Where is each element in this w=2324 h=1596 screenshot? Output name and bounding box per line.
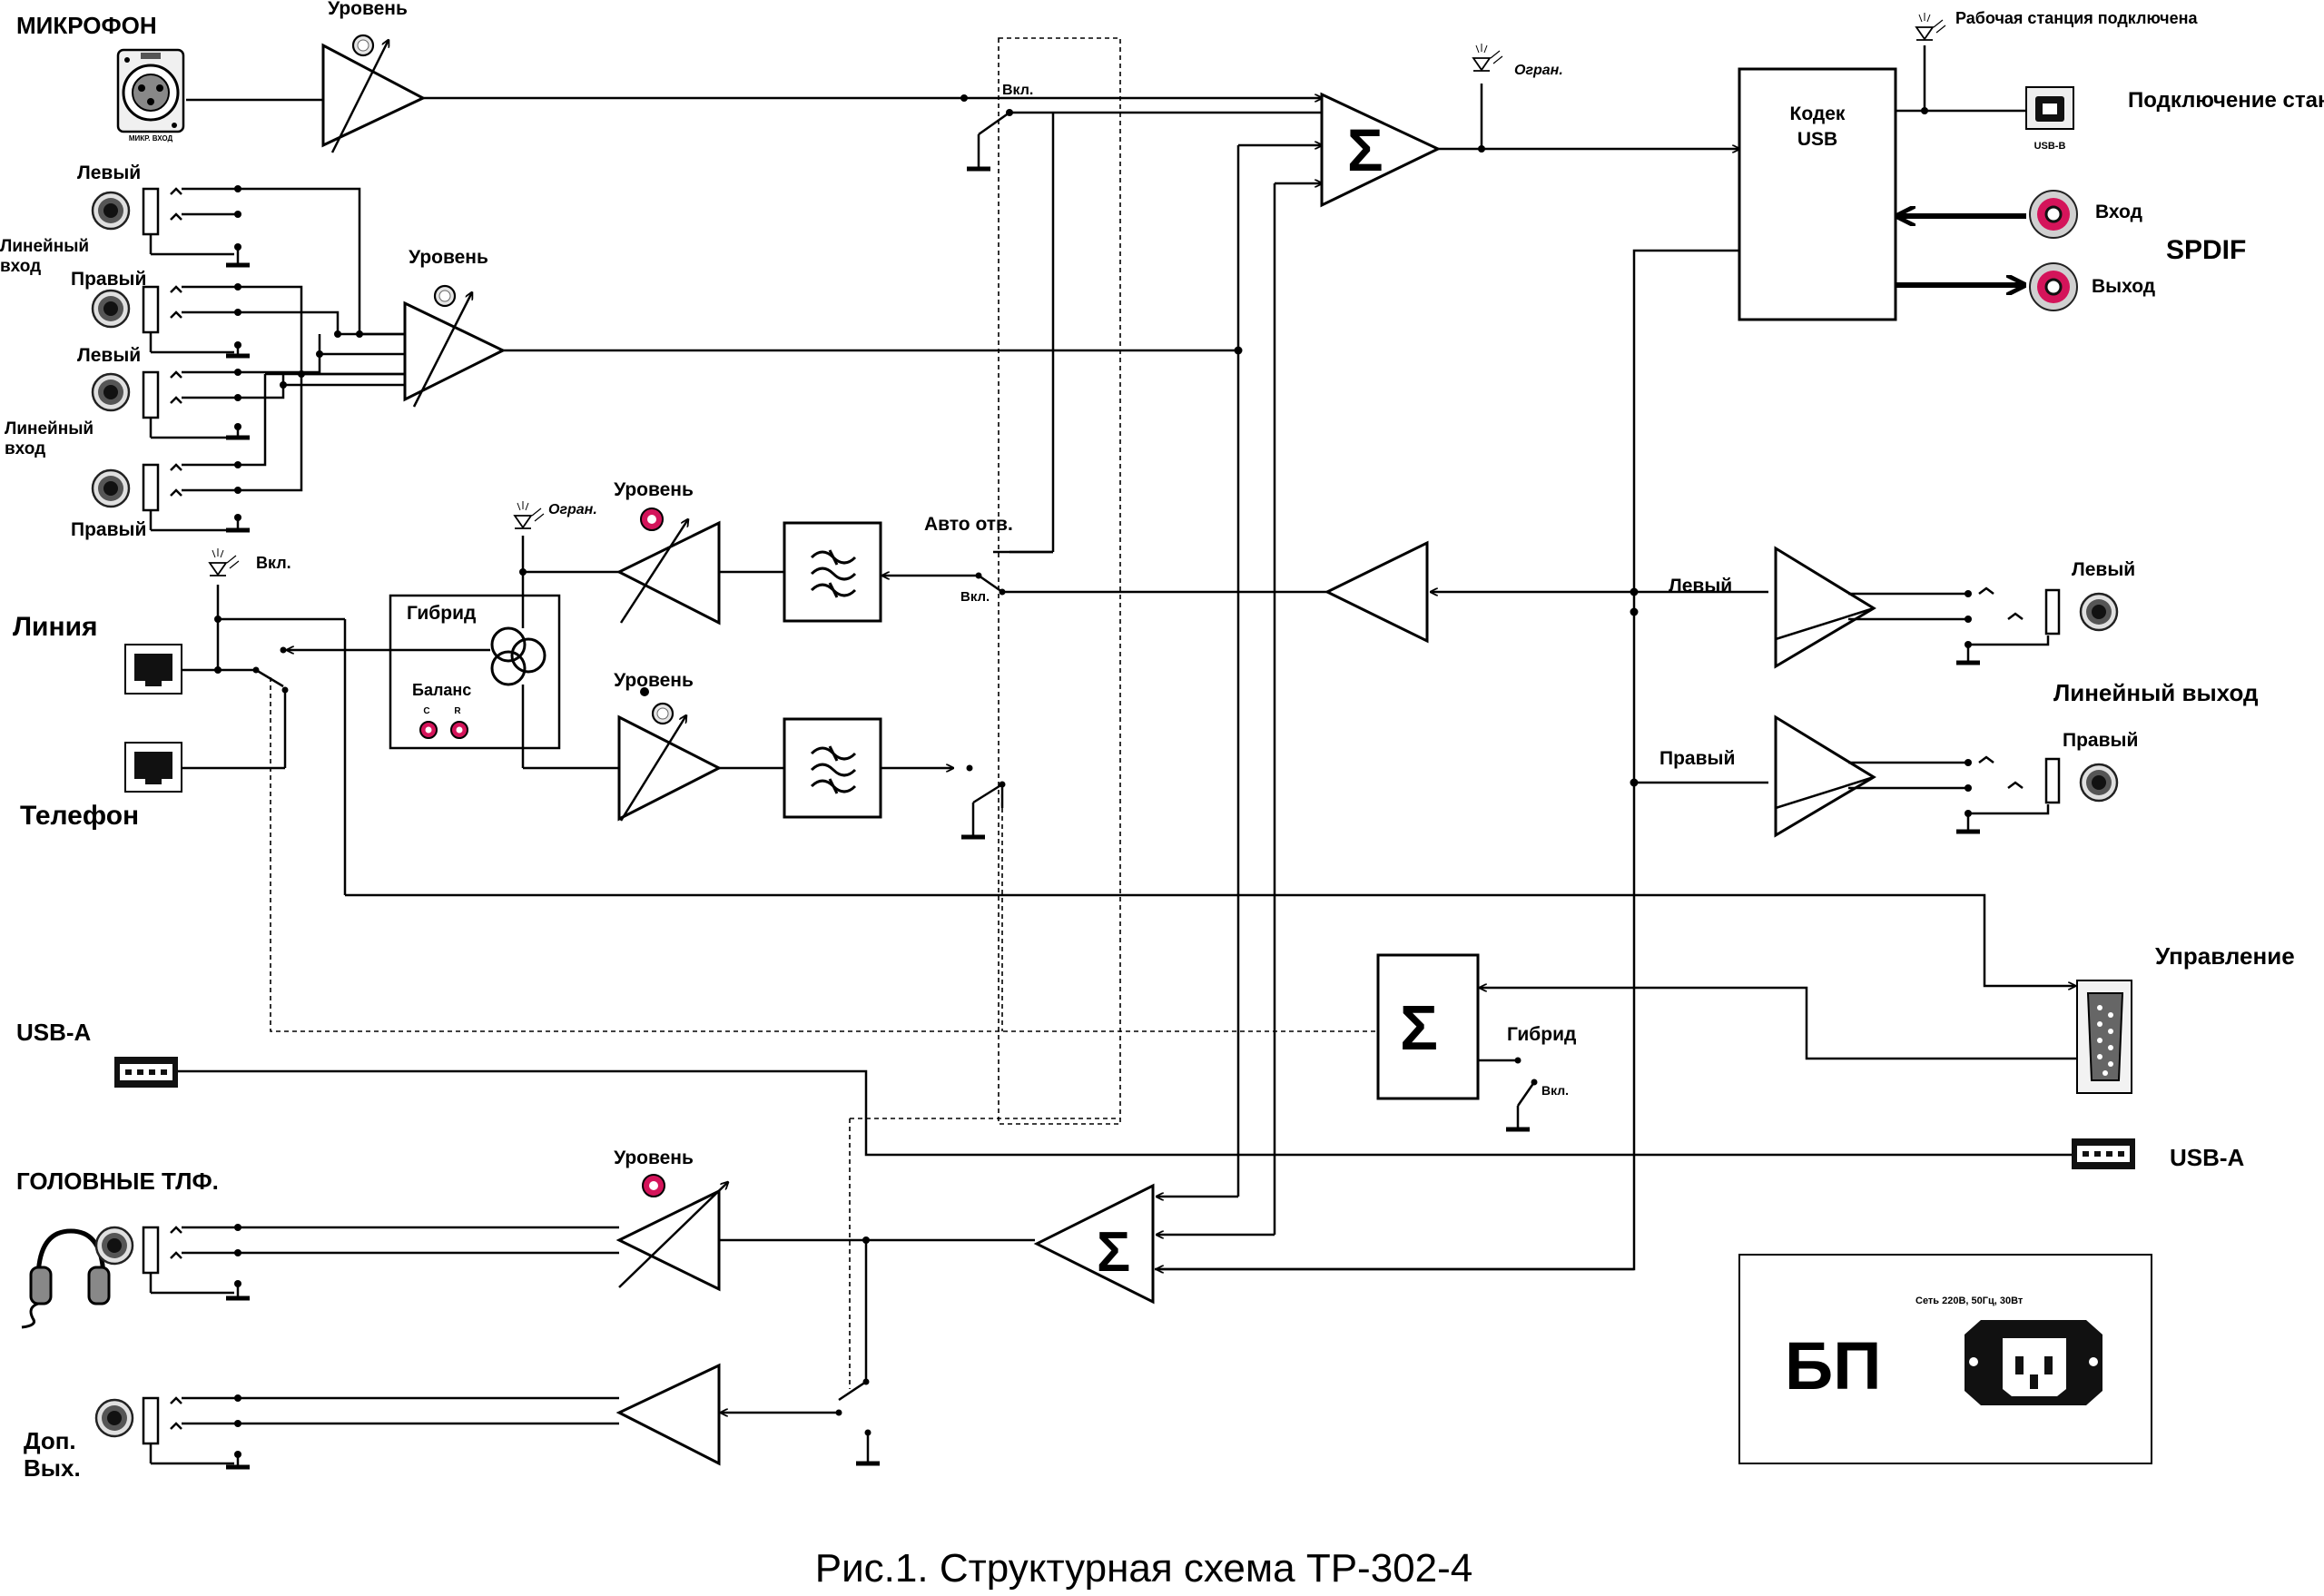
headphones-icon <box>21 1228 111 1329</box>
auto-switch-on-label: Вкл. <box>960 589 990 605</box>
balance-c-trim[interactable] <box>419 721 438 739</box>
aux-out-label: Доп.Вых. <box>24 1427 81 1482</box>
line-in-2-right-label: Правый <box>71 519 146 540</box>
jack-socket-icon[interactable] <box>2079 763 2119 803</box>
jack-socket-icon[interactable] <box>94 1226 134 1266</box>
mic-switch: Вкл. <box>964 83 1322 554</box>
led-icon <box>209 547 240 576</box>
line-out-right-label: Правый <box>1659 748 1735 769</box>
usb-a-socket-icon[interactable] <box>2072 1138 2135 1169</box>
line-in-1-left-label: Левый <box>77 163 141 183</box>
hybrid-limit-label: Огран. <box>548 502 597 517</box>
line-out-jack-right-label: Правый <box>2063 730 2138 751</box>
led-icon <box>514 500 545 529</box>
potentiometer-knob-icon[interactable] <box>351 34 375 57</box>
workstation-label: Рабочая станция подключена <box>1955 9 2198 27</box>
usb-b-label: USB-B <box>2034 141 2066 152</box>
led-icon <box>1472 43 1503 72</box>
figure-caption: Рис.1. Структурная схема ТР-302-4 <box>815 1546 1473 1591</box>
balance-label: Баланс <box>412 681 471 699</box>
headphones-section: ГОЛОВНЫЕ ТЛФ. Доп.Вых. Уровень <box>16 1118 1634 1482</box>
db9-connector-icon[interactable] <box>2076 980 2132 1094</box>
mains-label: Сеть 220В, 50Гц, 30Вт <box>1915 1296 2024 1306</box>
tx-level-label: Уровень <box>614 670 694 691</box>
spdif-out-label: Выход <box>2092 276 2155 297</box>
hybrid-section: Вкл. Авто отв. Уровень Огран. Гибрид Бал… <box>287 479 1634 837</box>
auto-answer-label: Авто отв. <box>924 514 1013 535</box>
balance-c-label: C <box>423 706 429 716</box>
mic-amplifier <box>321 40 427 153</box>
usb-a-left-label: USB-A <box>16 1019 92 1046</box>
balance-r-label: R <box>454 706 461 716</box>
rca-socket-icon[interactable] <box>2029 190 2078 239</box>
mic-level-label: Уровень <box>328 0 408 19</box>
control-label: Управление <box>2155 942 2295 970</box>
control-section: Управление Σ Гибрид Вкл. <box>1376 942 2295 1129</box>
usb-b-socket-icon[interactable] <box>2025 86 2074 130</box>
main-summing-amplifier: Σ Огран. <box>1236 43 1739 1235</box>
band-pass-filter-icon <box>783 521 882 623</box>
mic-jack-label: МИКР. ВХОД <box>129 134 173 143</box>
line-level-label: Уровень <box>409 247 488 268</box>
hybrid-switch-on-label: Вкл. <box>1541 1083 1569 1098</box>
line-in-amplifier <box>403 292 507 408</box>
station-conn-label: Подключение станции <box>2128 88 2324 113</box>
potentiometer-knob-icon[interactable] <box>433 284 457 308</box>
jack-socket-icon[interactable] <box>91 372 131 412</box>
hp-level-label: Уровень <box>614 1148 694 1168</box>
usb-a-socket-icon[interactable] <box>114 1057 178 1088</box>
psu-label: БП <box>1785 1328 1881 1404</box>
usb-a-section: USB-A USB-A <box>16 1019 2245 1171</box>
mic-section: МИКРОФОН МИКР. ВХОД Уровень <box>16 0 968 153</box>
xlr-connector-icon <box>116 48 185 133</box>
power-supply-block: БП Сеть 220В, 50Гц, 30Вт <box>1738 1254 2152 1464</box>
iec-power-inlet-icon <box>1965 1320 2102 1405</box>
rca-socket-icon[interactable] <box>2029 262 2078 311</box>
spdif-in-label: Вход <box>2095 202 2142 222</box>
rj11-socket-icon[interactable] <box>124 644 182 695</box>
line-label: Линия <box>13 612 98 642</box>
line-in-2-left-label: Левый <box>77 345 141 366</box>
jack-socket-icon[interactable] <box>91 191 131 231</box>
headphones-label: ГОЛОВНЫЕ ТЛФ. <box>16 1167 219 1195</box>
mic-label: МИКРОФОН <box>16 12 157 39</box>
mic-switch-on-label: Вкл. <box>1002 83 1033 98</box>
potentiometer-knob-icon[interactable] <box>640 507 664 531</box>
rj11-socket-icon[interactable] <box>124 742 182 793</box>
line-out-label: Линейный выход <box>2053 679 2259 706</box>
hybrid-control-label: Гибрид <box>1507 1024 1576 1045</box>
line-out-left-label: Левый <box>1669 576 1732 596</box>
hybrid-sum-symbol: Σ <box>1400 992 1438 1063</box>
jack-socket-icon[interactable] <box>94 1398 134 1438</box>
spdif-label: SPDIF <box>2166 235 2246 265</box>
transformer-icon <box>490 626 547 686</box>
sum-symbol: Σ <box>1347 116 1384 183</box>
phone-label: Телефон <box>20 801 139 831</box>
usb-a-right-label: USB-A <box>2170 1144 2245 1171</box>
line-out-section: Левый Правый Левый Правый Линейный выход <box>1630 546 2259 838</box>
led-icon <box>1915 12 1946 41</box>
sum-limit-label: Огран. <box>1514 63 1563 78</box>
jack-socket-icon[interactable] <box>91 289 131 329</box>
hp-sum-symbol: Σ <box>1097 1221 1130 1284</box>
rx-level-label: Уровень <box>614 479 694 500</box>
line-phone-section: Линия Телефон Вкл. <box>13 547 2075 1032</box>
potentiometer-knob-icon[interactable] <box>651 702 675 725</box>
band-pass-filter-icon <box>783 717 882 819</box>
jack-socket-icon[interactable] <box>2079 592 2119 632</box>
dashed-link-frame <box>998 37 1121 1125</box>
line-in-1-right-label: Правый <box>71 269 146 290</box>
potentiometer-knob-icon[interactable] <box>642 1174 665 1197</box>
line-out-jack-left-label: Левый <box>2072 559 2135 580</box>
hybrid-label: Гибрид <box>407 603 476 624</box>
jack-socket-icon[interactable] <box>91 468 131 508</box>
balance-r-trim[interactable] <box>450 721 468 739</box>
line-on-label: Вкл. <box>256 554 291 572</box>
